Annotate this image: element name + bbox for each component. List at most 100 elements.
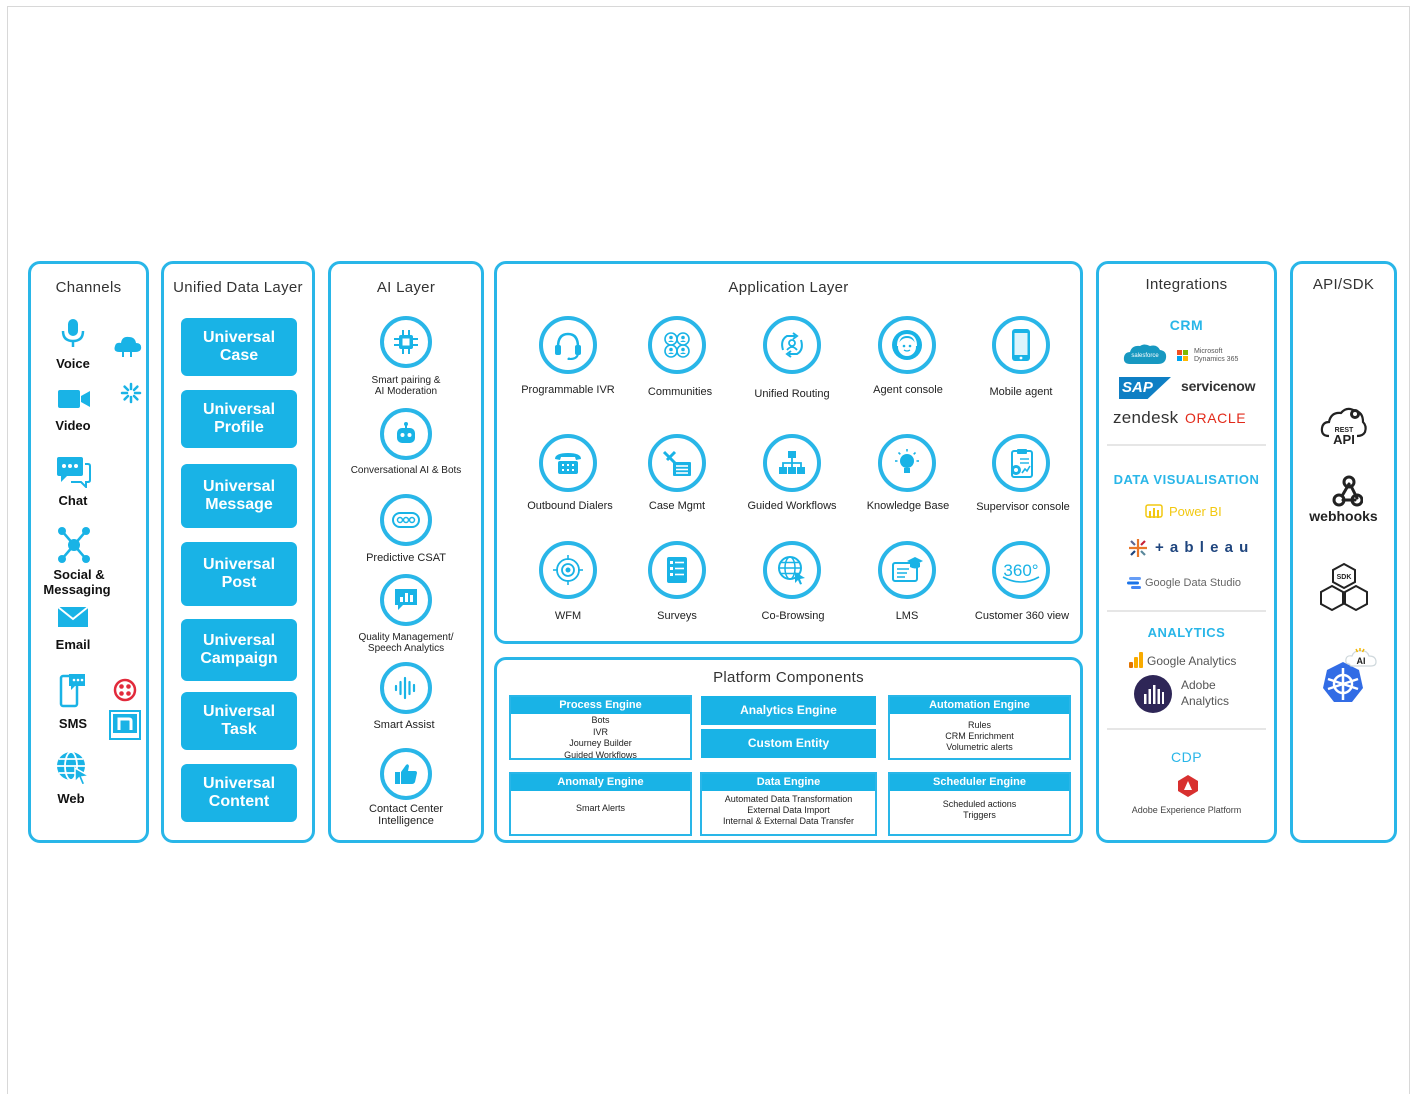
app-co-browsing-circle[interactable] xyxy=(763,541,821,599)
automation-engine-box[interactable]: Automation Engine Rules CRM Enrichment V… xyxy=(888,695,1071,760)
anomaly-engine-header: Anomaly Engine xyxy=(511,774,690,791)
scheduler-engine-body: Scheduled actions Triggers xyxy=(942,799,1017,820)
webhooks-icon xyxy=(1332,475,1363,507)
nexmo-icon xyxy=(109,710,141,740)
ai-predictive-csat-circle[interactable] xyxy=(380,494,432,546)
rest-text: REST xyxy=(1335,427,1354,434)
app-agent-console-circle[interactable] xyxy=(878,316,936,374)
platform-title: Platform Components xyxy=(713,669,864,686)
target-icon xyxy=(553,555,583,585)
thumbs-up-icon xyxy=(395,764,417,784)
app-unified-routing-circle[interactable] xyxy=(763,316,821,374)
microphone-icon xyxy=(61,319,85,347)
oracle-logo: ORACLE xyxy=(1185,410,1247,426)
globe-cursor-icon xyxy=(57,751,91,786)
sap-logo: SAP xyxy=(1119,377,1171,399)
web-label: Web xyxy=(57,791,85,806)
google-data-studio-text: Google Data Studio xyxy=(1145,577,1242,589)
app-mobile-agent-circle[interactable] xyxy=(992,316,1050,374)
integrations-panel: Integrations CRM salesforce Microsoft Dy… xyxy=(1096,261,1277,843)
ai-quality-management-circle[interactable] xyxy=(380,574,432,626)
app-customer-360-circle[interactable]: 360° xyxy=(992,541,1050,599)
analytics-engine-box[interactable]: Analytics Engine xyxy=(701,696,876,725)
api-sdk-title: API/SDK xyxy=(1312,276,1375,293)
app-knowledge-base-circle[interactable] xyxy=(878,434,936,492)
scheduler-engine-box[interactable]: Scheduler Engine Scheduled actions Trigg… xyxy=(888,772,1071,836)
integrations-title: Integrations xyxy=(1145,276,1228,293)
divider xyxy=(1107,610,1266,612)
data-engine-body: Automated Data Transformation External D… xyxy=(722,794,855,826)
ai-conversational-circle[interactable] xyxy=(380,408,432,460)
survey-form-icon xyxy=(667,557,687,583)
app-case-mgmt-circle[interactable] xyxy=(648,434,706,492)
mobile-sms-icon xyxy=(59,674,85,708)
app-item-label: Surveys xyxy=(657,610,697,622)
360-view-icon: 360° xyxy=(1002,561,1040,583)
app-lms-circle[interactable] xyxy=(878,541,936,599)
cloud-icon xyxy=(114,336,142,357)
app-item-label: LMS xyxy=(895,610,919,622)
process-engine-header: Process Engine xyxy=(511,697,690,714)
adobe-experience-platform-icon xyxy=(1178,775,1198,797)
anomaly-engine-box[interactable]: Anomaly Engine Smart Alerts xyxy=(509,772,692,836)
routing-icon xyxy=(781,332,803,358)
ai-text: AI xyxy=(1357,656,1366,666)
app-outbound-dialers-circle[interactable] xyxy=(539,434,597,492)
process-engine-box[interactable]: Process Engine Bots IVR Journey Builder … xyxy=(509,695,692,760)
app-guided-workflows-circle[interactable] xyxy=(763,434,821,492)
app-supervisor-console-circle[interactable] xyxy=(992,434,1050,492)
custom-entity-box[interactable]: Custom Entity xyxy=(701,729,876,758)
platform-components-panel: Platform Components Process Engine Bots … xyxy=(494,657,1083,843)
power-bi-text: Power BI xyxy=(1169,504,1222,519)
ai-smart-assist-circle[interactable] xyxy=(380,662,432,714)
ai-item-label: AI Moderation xyxy=(374,386,438,397)
ai-smart-pairing-circle[interactable] xyxy=(380,316,432,368)
data-engine-box[interactable]: Data Engine Automated Data Transformatio… xyxy=(700,772,877,836)
analytics-chat-icon xyxy=(395,589,417,610)
api-sdk-panel: API/SDK REST API webhooks SDK AI xyxy=(1290,261,1397,843)
app-item-label: Supervisor console xyxy=(976,501,1070,513)
ai-layer-panel: AI Layer Smart pairing & AI Moderation C… xyxy=(328,261,484,843)
ai-item-label: Conversational AI & Bots xyxy=(350,465,462,476)
messaging-label: Messaging xyxy=(43,582,111,597)
adobe-experience-platform-text: Adobe Experience Platform xyxy=(1131,805,1242,815)
app-communities-circle[interactable] xyxy=(648,316,706,374)
ai-item-label: Speech Analytics xyxy=(367,643,445,654)
tableau-text: + a b l e a u xyxy=(1155,539,1250,556)
app-wfm-circle[interactable] xyxy=(539,541,597,599)
email-label: Email xyxy=(55,637,91,652)
robot-icon xyxy=(397,422,415,443)
globe-pointer-icon xyxy=(778,556,805,585)
social-network-icon xyxy=(58,527,90,563)
tableau-icon xyxy=(1129,539,1147,557)
app-item-label: Mobile agent xyxy=(989,386,1053,398)
divider xyxy=(1107,444,1266,446)
kubernetes-ai-icon: AI xyxy=(1323,648,1377,702)
community-icon xyxy=(664,332,690,358)
ai-item-label: Contact Center xyxy=(369,803,443,815)
app-item-label: Unified Routing xyxy=(754,388,830,400)
data-engine-header: Data Engine xyxy=(702,774,875,791)
envelope-icon xyxy=(57,606,89,627)
chip-icon xyxy=(394,330,418,354)
app-item-label: Customer 360 view xyxy=(974,610,1070,622)
ai-item-label: Intelligence xyxy=(378,815,434,827)
anomaly-engine-body: Smart Alerts xyxy=(575,803,625,813)
video-camera-icon xyxy=(58,390,90,408)
voice-label: Voice xyxy=(56,356,90,371)
app-programmable-ivr-circle[interactable] xyxy=(539,316,597,374)
app-surveys-circle[interactable] xyxy=(648,541,706,599)
ai-contact-center-circle[interactable] xyxy=(380,748,432,800)
microsoft-logo xyxy=(1177,350,1189,362)
ai-item-label: Smart Assist xyxy=(373,719,435,731)
google-data-studio-icon xyxy=(1127,577,1141,589)
adobe-analytics-text: Adobe xyxy=(1181,678,1216,692)
